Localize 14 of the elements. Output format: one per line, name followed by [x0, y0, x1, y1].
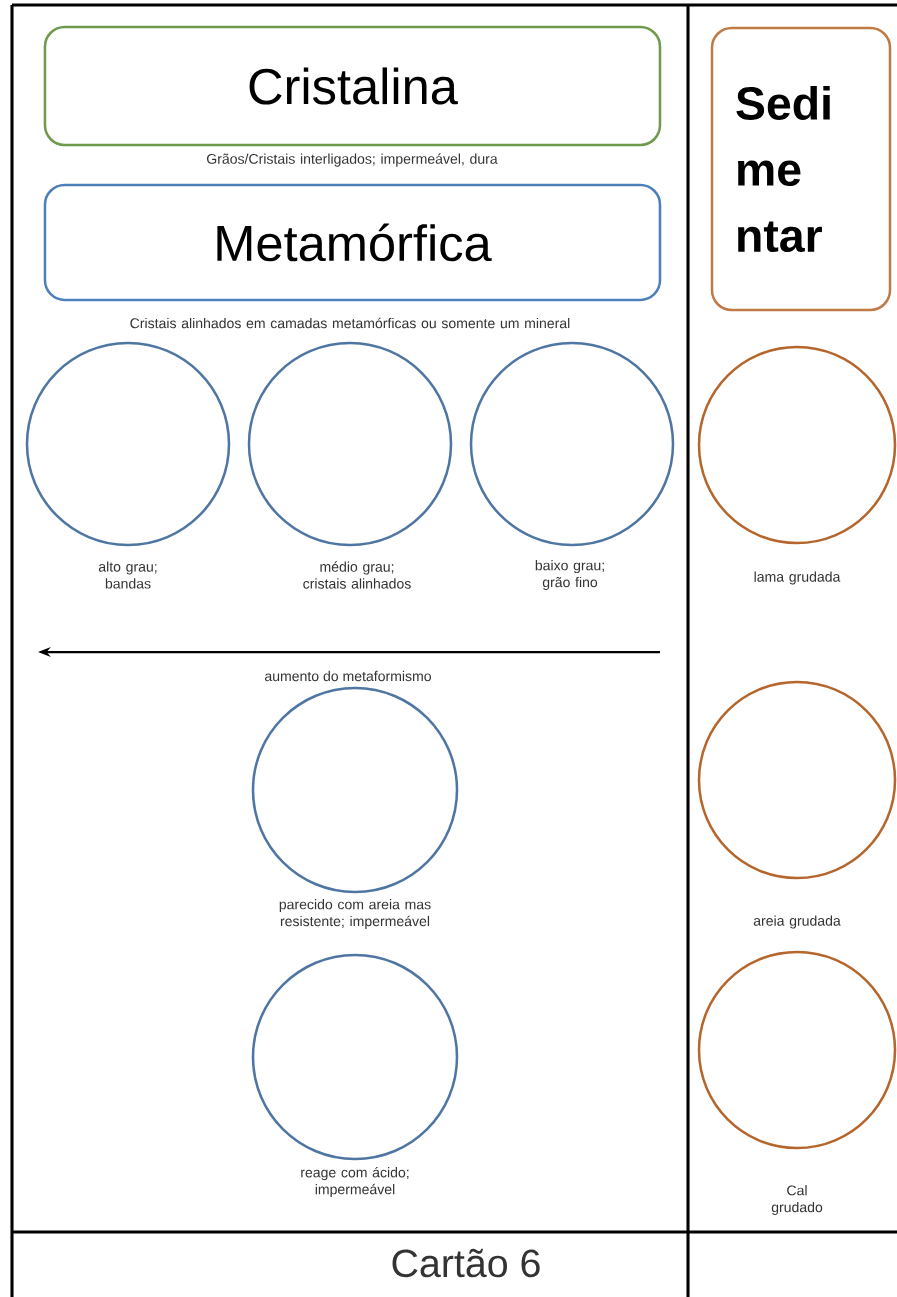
node-label: lama grudada	[754, 571, 841, 585]
card-number: Cartão 6	[392, 1248, 540, 1278]
node-label: baixo grau; grão fino	[535, 560, 604, 590]
node-label: médio grau; cristais alinhados	[303, 561, 411, 589]
rounded-box: Metamórfica	[43, 183, 662, 302]
node-label: Grãos/Cristais interligados; impermeável, dura	[207, 153, 498, 167]
node-label: Cristais alinhados em camadas metamórficas ou somente um mineral	[130, 317, 570, 329]
rounded-box: Cristalina	[43, 25, 662, 147]
node-label: parecido com areia mas resistente; impermeável	[279, 899, 431, 929]
rounded-box: Sedi me ntar	[710, 26, 892, 312]
node-label: areia grudada	[753, 915, 841, 929]
node-label: reage com ácido; impermeável	[301, 1166, 409, 1198]
node-label: Cal grudado	[771, 1185, 823, 1215]
node-label: alto grau; bandas	[98, 561, 157, 589]
